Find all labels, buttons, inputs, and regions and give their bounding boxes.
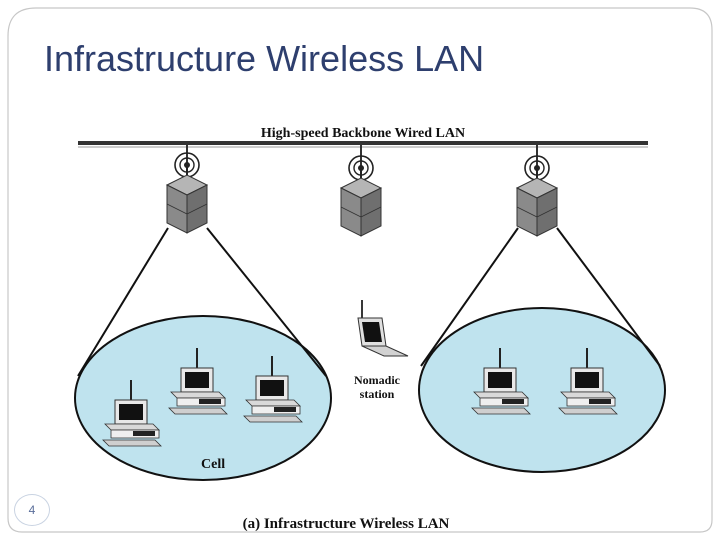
access-point-center: [340, 155, 382, 237]
access-point-right: [516, 155, 558, 237]
cell-right: [418, 307, 666, 473]
backbone-label: High-speed Backbone Wired LAN: [261, 126, 465, 141]
slide-title: Infrastructure Wireless LAN: [44, 38, 485, 79]
nomadic-label-2: station: [360, 387, 395, 401]
access-point-left: [166, 152, 208, 234]
nomadic-laptop-icon: [357, 300, 409, 357]
page-number: 4: [14, 494, 50, 526]
nomadic-label-1: Nomadic: [354, 373, 401, 387]
diagram-caption: (a) Infrastructure Wireless LAN: [243, 516, 450, 532]
cell-label: Cell: [201, 457, 225, 472]
